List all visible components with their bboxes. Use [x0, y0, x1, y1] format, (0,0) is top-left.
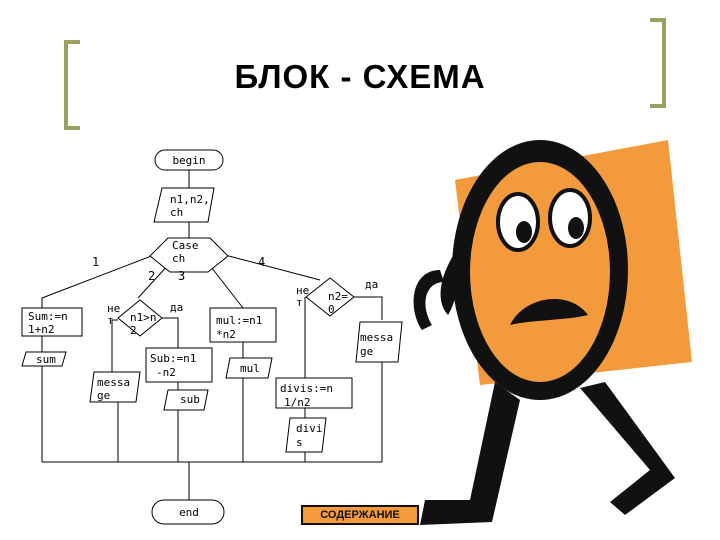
scared-cartoon-illustration — [413, 140, 692, 525]
divis-process — [275, 377, 353, 409]
sub-calc-line1: Sub:=n1 — [150, 352, 196, 365]
sub-output — [163, 389, 209, 411]
mul-calc-line1: mul:=n1 — [216, 314, 262, 327]
divis-output-line1: divi — [296, 422, 323, 435]
mul-process — [209, 307, 277, 343]
divis-calc-line2: 1/n2 — [284, 396, 311, 409]
end-label: end — [179, 506, 199, 519]
branch-label-1: 1 — [92, 255, 99, 269]
slide-title: БЛОК - СХЕМА — [234, 58, 486, 95]
compare-label-line1: n1>n — [130, 311, 157, 324]
no-label-1-line1: не — [107, 302, 120, 315]
message-1-line2: ge — [97, 389, 110, 402]
message-2-line2: ge — [360, 345, 373, 358]
sum-process — [21, 307, 83, 337]
mul-output — [225, 357, 273, 379]
zero-check-decision — [305, 277, 355, 317]
zero-check-line2: 0 — [328, 303, 335, 316]
zero-check-line1: n2= — [328, 290, 348, 303]
left-bracket-decoration — [64, 40, 80, 130]
flowchart-connectors — [41, 170, 383, 500]
sub-calc-line2: -n2 — [156, 366, 176, 379]
begin-terminal — [154, 149, 224, 171]
input-parallelogram — [153, 187, 215, 223]
sum-output — [21, 351, 67, 367]
yes-label-2: да — [365, 278, 378, 291]
sum-calc-line1: Sum:=n — [28, 310, 68, 323]
sum-output-label: sum — [36, 353, 56, 366]
message-2-line1: messa — [360, 331, 393, 344]
begin-label: begin — [172, 154, 205, 167]
branch-label-2: 2 — [148, 269, 155, 283]
no-label-1-line2: т — [107, 314, 114, 327]
compare-decision — [117, 299, 163, 337]
compare-label-line2: 2 — [130, 324, 137, 337]
no-label-2-line1: не — [296, 284, 309, 297]
message-output-2 — [355, 321, 403, 363]
sum-calc-line2: 1+n2 — [28, 323, 55, 336]
message-1-line1: messa — [97, 376, 130, 389]
input-label-line1: n1,n2, — [170, 193, 210, 206]
divis-output-line2: s — [296, 436, 303, 449]
sub-output-label: sub — [180, 393, 200, 406]
divis-output — [285, 417, 327, 453]
mul-calc-line2: *n2 — [216, 328, 236, 341]
divis-calc-line1: divis:=n — [280, 382, 333, 395]
case-label-line1: Case — [172, 239, 199, 252]
contents-button[interactable]: СОДЕРЖАНИЕ — [301, 505, 419, 525]
case-selector — [149, 237, 229, 273]
right-bracket-decoration — [650, 18, 666, 108]
branch-label-3: 3 — [178, 269, 185, 283]
case-label-line2: ch — [172, 252, 185, 265]
no-label-2-line2: т — [296, 296, 303, 309]
input-label-line2: ch — [170, 206, 183, 219]
end-terminal — [151, 499, 225, 525]
message-output-1 — [89, 371, 141, 403]
yes-label-1: да — [170, 301, 183, 314]
mul-output-label: mul — [240, 362, 260, 375]
sub-process — [145, 347, 213, 383]
branch-label-4: 4 — [258, 255, 265, 269]
